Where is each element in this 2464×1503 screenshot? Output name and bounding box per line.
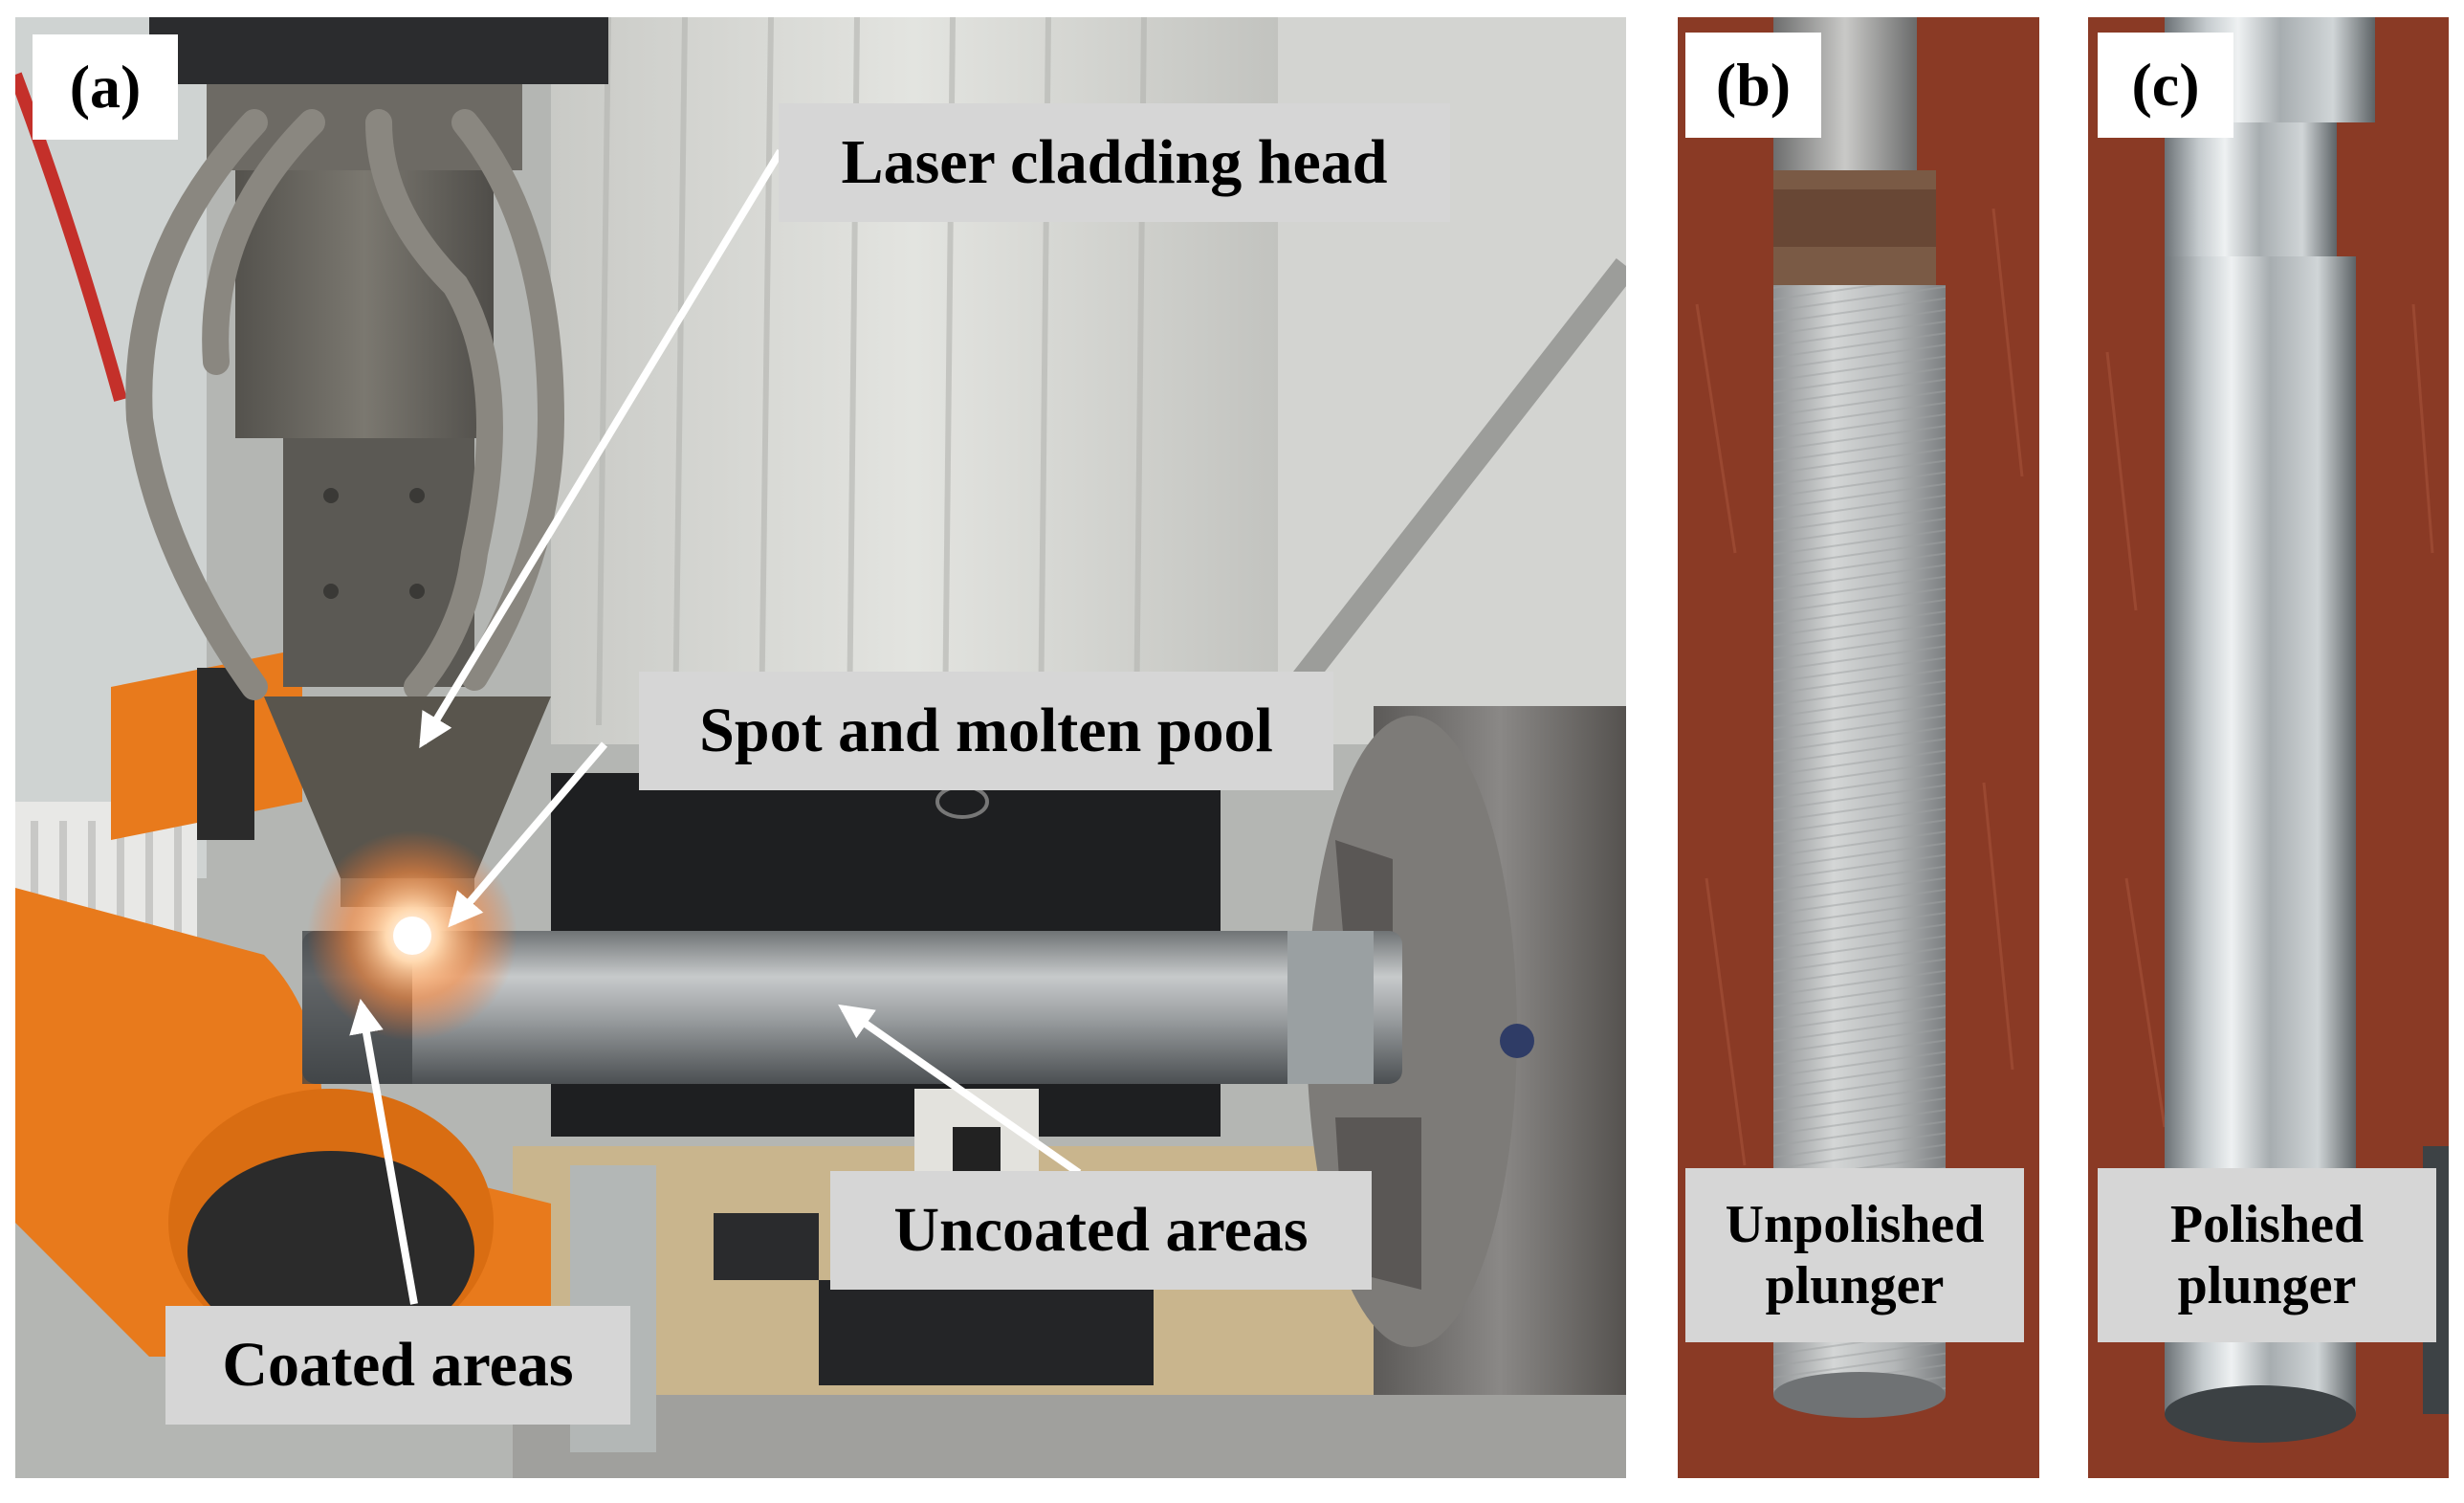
photo-panel-c: (c) Polished plunger bbox=[2088, 17, 2449, 1478]
label-polished-line1: Polished bbox=[2169, 1194, 2365, 1254]
label-polished-line2: plunger bbox=[2177, 1256, 2357, 1315]
panel-letter-c: (c) bbox=[2098, 33, 2233, 138]
panel-letter-a: (a) bbox=[33, 34, 178, 140]
label-polished-plunger: Polished plunger bbox=[2098, 1168, 2436, 1342]
label-unpolished-line1: Unpolished bbox=[1725, 1194, 1985, 1254]
label-laser-cladding-head: Laser cladding head bbox=[779, 103, 1450, 222]
photo-panel-a: (a) Laser cladding head Spot and molten … bbox=[15, 17, 1626, 1478]
label-spot-molten-pool: Spot and molten pool bbox=[639, 672, 1333, 790]
label-unpolished-plunger: Unpolished plunger bbox=[1685, 1168, 2024, 1342]
panel-letter-b: (b) bbox=[1685, 33, 1821, 138]
photo-panel-b: (b) Unpolished plunger bbox=[1678, 17, 2039, 1478]
label-uncoated-areas: Uncoated areas bbox=[830, 1171, 1372, 1290]
label-unpolished-line2: plunger bbox=[1765, 1256, 1945, 1315]
label-coated-areas: Coated areas bbox=[165, 1306, 630, 1425]
